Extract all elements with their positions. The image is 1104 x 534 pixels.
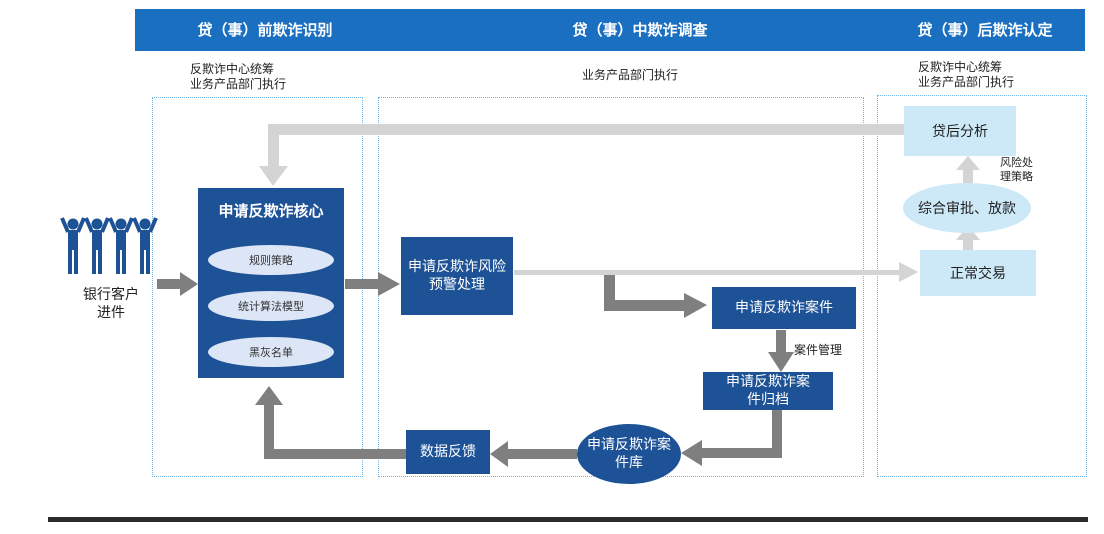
arrow-approval-to-post-loan bbox=[956, 156, 980, 184]
note-pre: 反欺诈中心统筹 业务产品部门执行 bbox=[190, 62, 286, 92]
bottom-rule bbox=[48, 517, 1088, 522]
risk-strategy-line2: 理策略 bbox=[1000, 170, 1033, 183]
case-mgmt-label: 案件管理 bbox=[794, 343, 843, 357]
customer-label-line2: 进件 bbox=[97, 305, 125, 321]
people-group-icon bbox=[60, 217, 158, 274]
customer-label-line1: 银行客户 bbox=[83, 287, 139, 303]
core-item-rules: 规则策略 bbox=[208, 245, 334, 275]
risk-warning-node: 申请反欺诈风险预警处理 bbox=[401, 237, 513, 315]
note-pre-line2: 业务产品部门执行 bbox=[190, 77, 287, 91]
zone-post bbox=[877, 95, 1087, 477]
note-post: 反欺诈中心统筹 业务产品部门执行 bbox=[918, 60, 1014, 90]
phase-header-bar: 贷（事）前欺诈识别 贷（事）中欺诈调查 贷（事）后欺诈认定 bbox=[135, 9, 1085, 51]
core-box: 申请反欺诈核心 规则策略 统计算法模型 黑灰名单 bbox=[198, 188, 344, 378]
arrow-library-to-feedback bbox=[490, 441, 577, 467]
arrow-post-loan-feedback bbox=[259, 124, 908, 186]
person-icon-2 bbox=[84, 217, 110, 274]
arrow-customer-to-core bbox=[157, 272, 198, 296]
phase-title-post: 贷（事）后欺诈认定 bbox=[917, 21, 1053, 39]
arrow-to-normal-trade bbox=[514, 262, 918, 282]
risk-strategy-label: 风险处 理策略 bbox=[1000, 156, 1033, 184]
risk-strategy-line1: 风险处 bbox=[1000, 156, 1033, 169]
core-item-blacklist: 黑灰名单 bbox=[208, 337, 334, 367]
core-item-model: 统计算法模型 bbox=[208, 291, 334, 321]
person-icon-4 bbox=[132, 217, 158, 274]
core-title: 申请反欺诈核心 bbox=[218, 202, 324, 220]
fraud-case-node: 申请反欺诈案件 bbox=[712, 287, 856, 329]
person-icon-1 bbox=[60, 217, 86, 274]
normal-trade-node: 正常交易 bbox=[920, 250, 1036, 296]
person-icon-3 bbox=[108, 217, 134, 274]
arrow-case-to-archive bbox=[768, 330, 794, 372]
phase-title-mid: 贷（事）中欺诈调查 bbox=[572, 21, 708, 39]
arrow-risk-to-case bbox=[604, 275, 707, 318]
arrow-core-to-risk bbox=[345, 272, 400, 296]
post-loan-node: 贷后分析 bbox=[904, 106, 1016, 156]
case-library-node: 申请反欺诈案件库 bbox=[577, 424, 681, 484]
data-feedback-node: 数据反馈 bbox=[406, 430, 490, 474]
note-post-line2: 业务产品部门执行 bbox=[918, 75, 1015, 89]
customer-label: 银行客户 进件 bbox=[76, 286, 146, 322]
note-mid: 业务产品部门执行 bbox=[582, 68, 679, 82]
phase-title-pre: 贷（事）前欺诈识别 bbox=[197, 21, 333, 39]
approval-node: 综合审批、放款 bbox=[903, 183, 1031, 233]
case-archive-node: 申请反欺诈案件归档 bbox=[703, 372, 833, 410]
arrow-trade-to-approval bbox=[956, 226, 980, 251]
arrow-feedback-to-core bbox=[255, 386, 406, 459]
arrow-archive-to-library bbox=[681, 410, 782, 466]
note-pre-line1: 反欺诈中心统筹 bbox=[190, 62, 275, 76]
note-post-line1: 反欺诈中心统筹 bbox=[918, 60, 1003, 74]
